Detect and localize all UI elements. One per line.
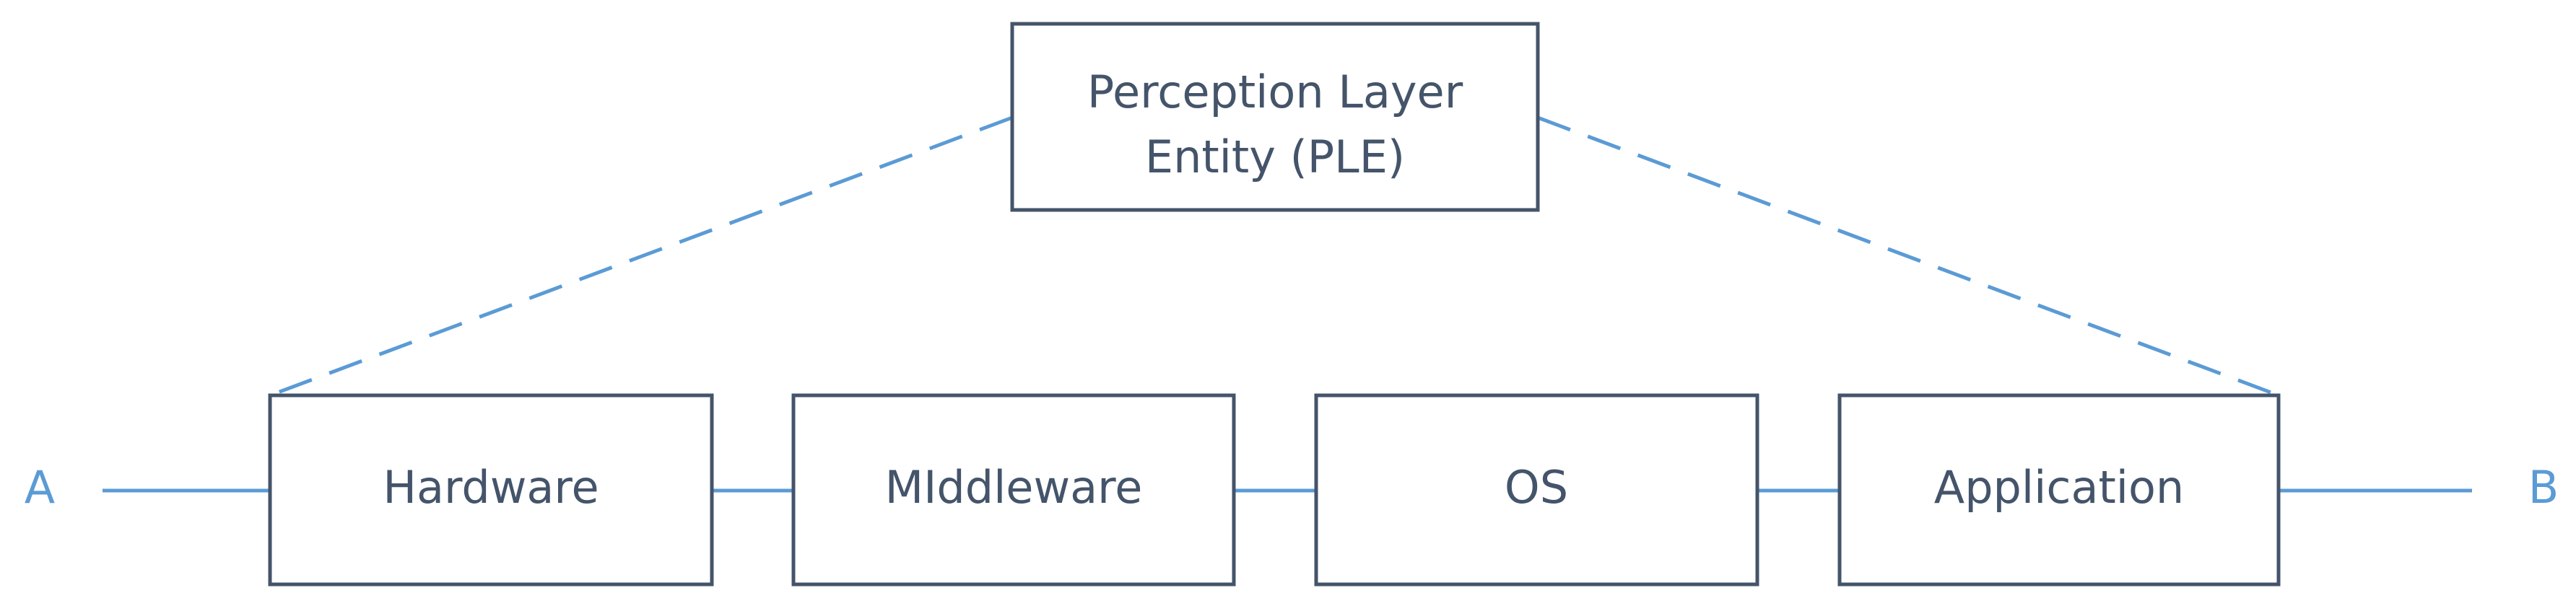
application-block: Application bbox=[1837, 393, 2281, 587]
application-block-label: Application bbox=[1934, 461, 2184, 514]
endpoint-b-label: B bbox=[2528, 461, 2559, 514]
ple-node-box bbox=[1010, 22, 1540, 212]
middleware-block: MIddleware bbox=[791, 393, 1236, 587]
os-block-box bbox=[1314, 393, 1759, 587]
os-block: OS bbox=[1314, 393, 1759, 587]
middleware-block-box bbox=[791, 393, 1236, 587]
middleware-block-label: MIddleware bbox=[885, 461, 1143, 514]
hardware-block-label: Hardware bbox=[383, 461, 599, 514]
application-block-box bbox=[1837, 393, 2281, 587]
hardware-block: Hardware bbox=[268, 393, 714, 587]
dashed-connector-left bbox=[269, 115, 1013, 398]
os-block-label: OS bbox=[1505, 461, 1568, 514]
ple-node: Perception Layer Entity (PLE) bbox=[1010, 22, 1540, 212]
ple-node-label-line2: Entity (PLE) bbox=[1145, 131, 1405, 183]
hardware-block-box bbox=[268, 393, 714, 587]
ple-node-label-line1: Perception Layer bbox=[1087, 66, 1463, 118]
endpoint-a-label: A bbox=[25, 461, 55, 514]
dashed-connector-right bbox=[1537, 115, 2279, 398]
